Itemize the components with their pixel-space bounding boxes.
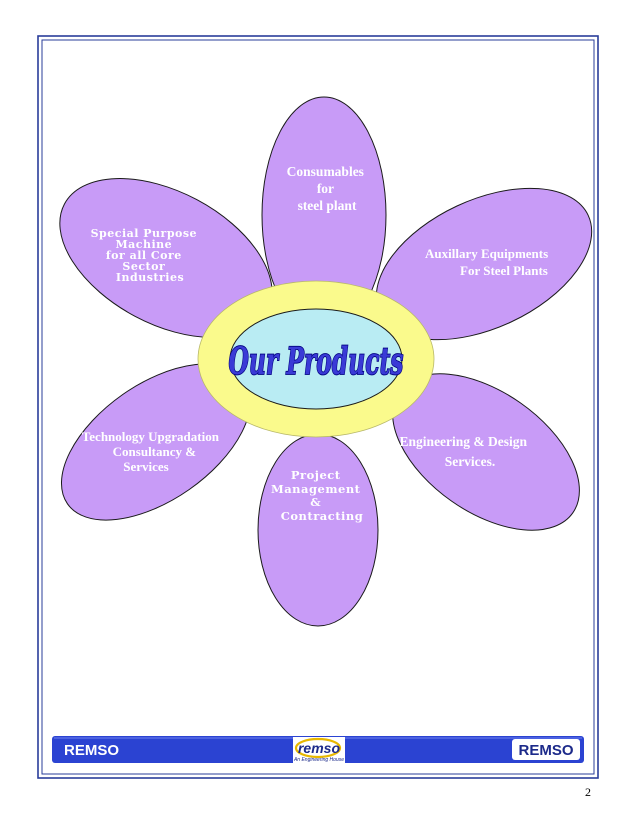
label-upper-left-line: Special Purpose: [91, 227, 197, 240]
remso-logo: remso An Engineering House: [293, 737, 345, 763]
footer-right-brand: REMSO: [518, 742, 573, 759]
label-lower-right-line: Engineering & Design: [400, 434, 528, 449]
label-upper-left: Special Purpose Machine for all Core Sec…: [91, 227, 202, 284]
outer-border: [37, 35, 599, 779]
label-lower-left: Technology Upgradation Consultancy & Ser…: [82, 429, 222, 474]
footer-bar: REMSO REMSO remso An Engineering House: [52, 736, 584, 763]
label-upper-left-line: Sector: [122, 260, 165, 273]
label-lower-left-line: Services: [123, 459, 168, 474]
footer-left-brand: REMSO: [64, 742, 119, 759]
inner-border: [41, 39, 595, 775]
label-top-line: Consumables: [287, 164, 364, 179]
label-upper-left-line: Machine: [115, 238, 172, 251]
label-bottom: Project Management & Contracting: [271, 468, 365, 523]
label-lower-left-line: Technology Upgradation: [82, 429, 220, 444]
label-bottom-line: Project: [291, 468, 341, 482]
logo-wordmark: remso: [298, 740, 340, 756]
center-title: Our Products: [229, 340, 404, 383]
label-bottom-line: &: [310, 495, 321, 509]
label-lower-right-line: Services.: [445, 454, 496, 469]
label-upper-left-line: Industries: [116, 271, 184, 284]
petal-bottom: [257, 433, 379, 627]
label-upper-right: Auxillary Equipments For Steel Plants: [425, 246, 551, 278]
product-flower-diagram: Our Products Consumables for steel plant…: [59, 96, 593, 627]
page-number: 2: [585, 785, 591, 799]
label-upper-right-line: For Steel Plants: [460, 263, 548, 278]
label-bottom-line: Contracting: [281, 509, 364, 523]
label-upper-right-line: Auxillary Equipments: [425, 246, 548, 261]
center-disk: [229, 308, 403, 410]
label-top-line: steel plant: [298, 198, 357, 213]
label-bottom-line: Management: [271, 482, 361, 496]
label-lower-right: Engineering & Design Services.: [400, 434, 531, 469]
label-upper-left-line: for all Core: [106, 249, 182, 262]
logo-tagline: An Engineering House: [293, 757, 344, 763]
label-top-line: for: [317, 181, 334, 196]
label-lower-left-line: Consultancy &: [113, 444, 197, 459]
logo-swoosh-icon: [294, 737, 342, 759]
footer-right-badge: [512, 739, 580, 760]
label-top: Consumables for steel plant: [287, 164, 368, 213]
